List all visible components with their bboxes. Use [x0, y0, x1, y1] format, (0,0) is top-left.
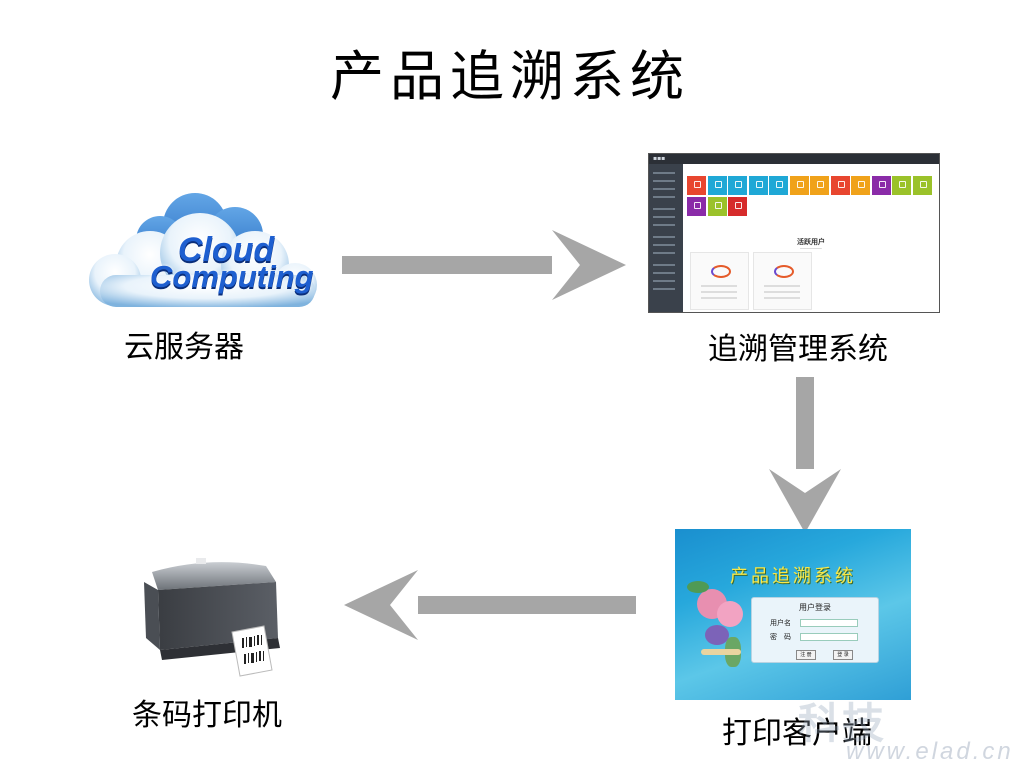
- dashboard-tile[interactable]: [707, 197, 727, 216]
- app-main: 活跃用户 ─────────: [683, 164, 939, 312]
- app-logo: ▪▪▪: [653, 155, 666, 162]
- computing-word: Computing: [150, 259, 314, 294]
- dashboard-tile[interactable]: [912, 176, 932, 195]
- dashboard-tile[interactable]: [769, 176, 788, 195]
- register-button[interactable]: 注 册: [796, 650, 816, 660]
- leaf-icon: [687, 581, 709, 593]
- active-users-heading: 活跃用户: [797, 238, 825, 246]
- dashboard-tile[interactable]: [830, 176, 850, 195]
- dashboard-tile[interactable]: [687, 197, 706, 216]
- cloud-server-label: 云服务器: [124, 330, 244, 365]
- flower-icon: [705, 625, 729, 645]
- login-panel: 用户登录 用户名 密 码 注 册 登 录: [751, 597, 879, 663]
- arrow-right-icon: [342, 230, 626, 300]
- password-input[interactable]: [800, 633, 858, 641]
- dashboard-tile[interactable]: [728, 176, 747, 195]
- login-button[interactable]: 登 录: [833, 650, 853, 660]
- dashboard-tile[interactable]: [871, 176, 891, 195]
- branch-icon: [701, 649, 741, 655]
- app-sidebar: [649, 164, 683, 312]
- user-card: [753, 252, 812, 310]
- client-app-title: 产品追溯系统: [730, 566, 856, 587]
- dashboard-tile[interactable]: [892, 176, 911, 195]
- password-label: 密 码: [770, 633, 791, 641]
- dashboard-tile[interactable]: [707, 176, 727, 195]
- diagram-title: 产品追溯系统: [330, 45, 690, 108]
- username-input[interactable]: [800, 619, 858, 627]
- arrow-left-icon: [344, 570, 636, 640]
- dashboard-tile[interactable]: [810, 176, 829, 195]
- print-client-label: 打印客户端: [722, 716, 872, 751]
- printer-icon: [144, 558, 280, 677]
- cloud-word: Cloud: [178, 231, 275, 269]
- flower-icon: [717, 601, 743, 627]
- trace-system-label: 追溯管理系统: [708, 332, 888, 367]
- dashboard-tile[interactable]: [687, 176, 706, 195]
- arrow-down-icon: [769, 377, 841, 533]
- print-client-screenshot: 产品追溯系统 用户登录 用户名 密 码 注 册 登 录: [675, 529, 911, 700]
- trace-system-screenshot: ▪▪▪ 活跃用户 ─────────: [648, 153, 940, 313]
- dashboard-tile[interactable]: [789, 176, 809, 195]
- heading-subline: ─────────: [800, 246, 822, 251]
- login-title: 用户登录: [799, 603, 831, 612]
- dashboard-tile[interactable]: [748, 176, 768, 195]
- dashboard-tile[interactable]: [728, 197, 747, 216]
- dashboard-tile[interactable]: [851, 176, 870, 195]
- cloud-server-graphic: Cloud Computing: [70, 185, 330, 315]
- user-card: [690, 252, 749, 310]
- barcode-printer-graphic: [138, 552, 288, 677]
- app-header-bar: ▪▪▪: [649, 154, 939, 164]
- cloud-icon: [89, 193, 317, 307]
- username-label: 用户名: [770, 619, 791, 627]
- barcode-printer-label: 条码打印机: [132, 698, 282, 733]
